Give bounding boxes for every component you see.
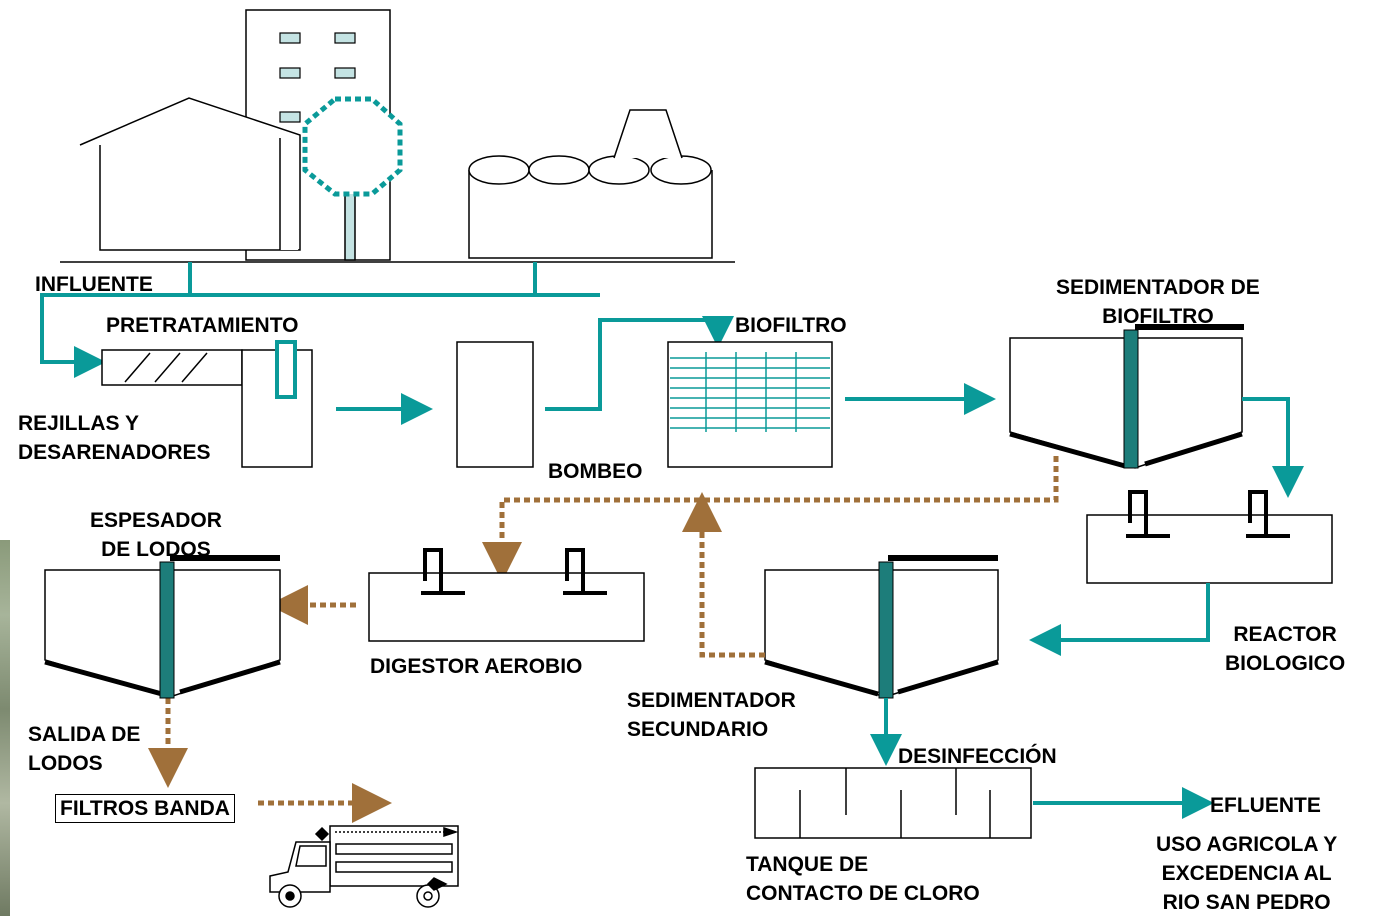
biofilter-settler	[1009, 324, 1244, 469]
label-biofiltro: BIOFILTRO	[735, 314, 847, 337]
pretreatment-unit	[101, 340, 313, 468]
label-sedimentador-biofiltro: SEDIMENTADOR DE BIOFILTRO	[1056, 276, 1260, 328]
label-influente: INFLUENTE	[35, 273, 153, 296]
building-windows	[279, 32, 356, 123]
house	[79, 97, 301, 251]
pumping-well	[456, 341, 534, 468]
sludge-thickener	[44, 555, 281, 699]
label-desinfeccion: DESINFECCIÓN	[898, 745, 1057, 768]
biofilter	[667, 341, 833, 468]
label-uso-agricola: USO AGRICOLA Y EXCEDENCIA AL RIO SAN PED…	[1156, 833, 1338, 914]
label-efluente: EFLUENTE	[1210, 794, 1321, 817]
label-espesador-lodos: ESPESADOR DE LODOS	[90, 509, 222, 561]
surface-aerator-icon	[1126, 490, 1290, 538]
city-sources	[60, 9, 735, 263]
flow-to-secondary-settler	[1029, 583, 1210, 656]
tree-crown	[302, 96, 403, 197]
label-salida-lodos: SALIDA DE LODOS	[28, 723, 141, 775]
label-digestor-aerobio: DIGESTOR AEROBIO	[370, 655, 583, 678]
flow-to-reactor	[1242, 397, 1304, 498]
sludge-truck-icon	[269, 825, 459, 908]
photo-edge-fragment	[0, 540, 10, 916]
sludge-lines	[148, 456, 1059, 823]
label-rejillas-desarenadores: REJILLAS Y DESARENADORES	[18, 412, 211, 464]
label-reactor-biologico: REACTOR BIOLOGICO	[1225, 623, 1346, 675]
biological-reactor	[1086, 490, 1333, 584]
tree-trunk	[344, 191, 356, 261]
label-filtros-banda: FILTROS BANDA	[55, 794, 235, 823]
chlorine-contact-tank	[754, 767, 1032, 839]
label-sedimentador-secundario: SEDIMENTADOR SECUNDARIO	[627, 689, 796, 741]
secondary-settler	[764, 555, 999, 699]
storage-tanks	[468, 109, 713, 259]
aerobic-digester	[368, 548, 645, 642]
label-pretratamiento: PRETRATAMIENTO	[106, 314, 299, 337]
label-bombeo: BOMBEO	[548, 460, 643, 483]
label-tanque-contacto-cloro: TANQUE DE CONTACTO DE CLORO	[746, 853, 980, 905]
flow-to-biofilter	[545, 316, 734, 411]
influent-pipes	[40, 262, 600, 378]
